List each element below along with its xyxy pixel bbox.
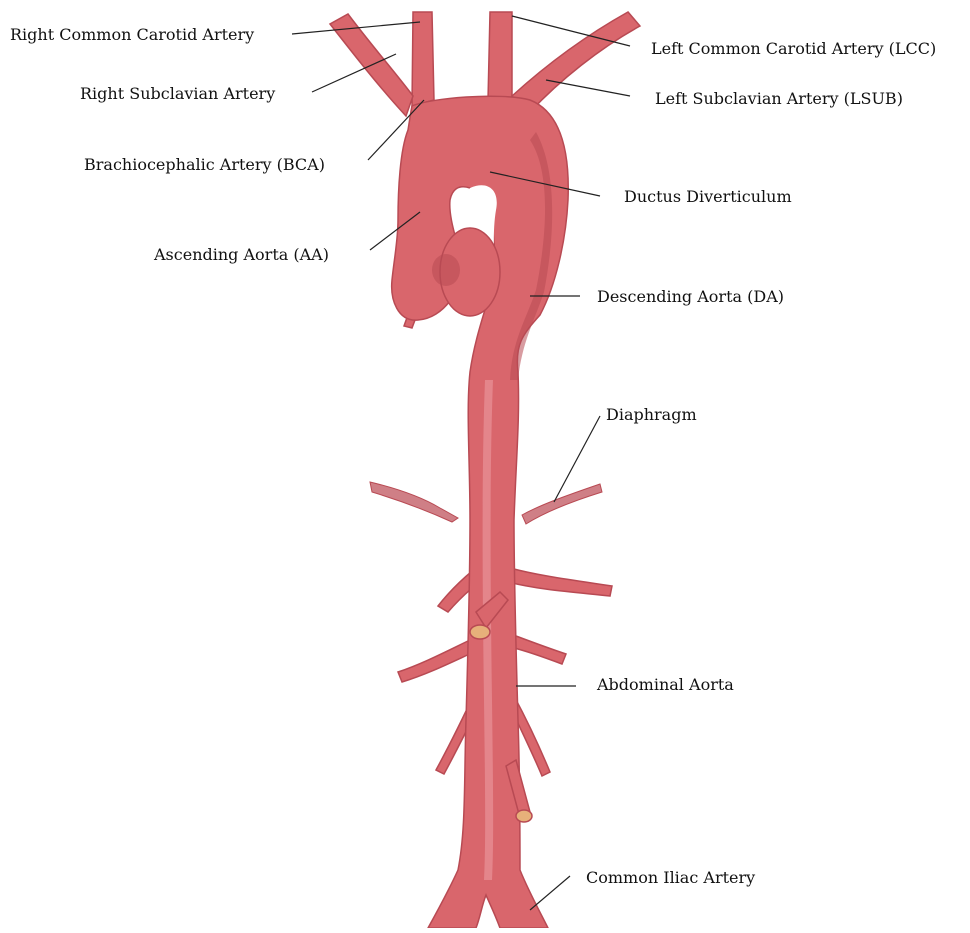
stub-upper: [470, 625, 490, 639]
stub-lower: [516, 810, 532, 822]
left-common-carotid-artery: [488, 12, 512, 100]
label-ascending-aorta: Ascending Aorta (AA): [153, 245, 329, 264]
leader-left-subclavian: [546, 80, 630, 96]
renal-artery-left: [398, 640, 474, 682]
label-descending-aorta: Descending Aorta (DA): [597, 287, 784, 306]
diaphragm-left-strip: [370, 482, 458, 522]
diaphragm-right-strip: [522, 484, 602, 524]
left-subclavian-artery: [512, 12, 640, 112]
aortic-root-cusp: [432, 254, 460, 286]
label-left-subclavian: Left Subclavian Artery (LSUB): [655, 89, 903, 108]
label-brachiocephalic: Brachiocephalic Artery (BCA): [84, 155, 325, 174]
celiac-branch-right: [508, 568, 612, 596]
leader-common-iliac: [530, 876, 570, 910]
right-common-carotid-artery: [412, 12, 434, 106]
label-diaphragm: Diaphragm: [606, 405, 697, 424]
renal-artery-right: [514, 636, 566, 664]
label-left-common-carotid: Left Common Carotid Artery (LCC): [651, 39, 936, 58]
label-common-iliac: Common Iliac Artery: [586, 868, 755, 887]
label-right-subclavian: Right Subclavian Artery: [80, 84, 275, 103]
label-right-common-carotid: Right Common Carotid Artery: [10, 25, 254, 44]
label-abdominal-aorta: Abdominal Aorta: [596, 675, 734, 694]
label-ductus-diverticulum: Ductus Diverticulum: [624, 187, 792, 206]
